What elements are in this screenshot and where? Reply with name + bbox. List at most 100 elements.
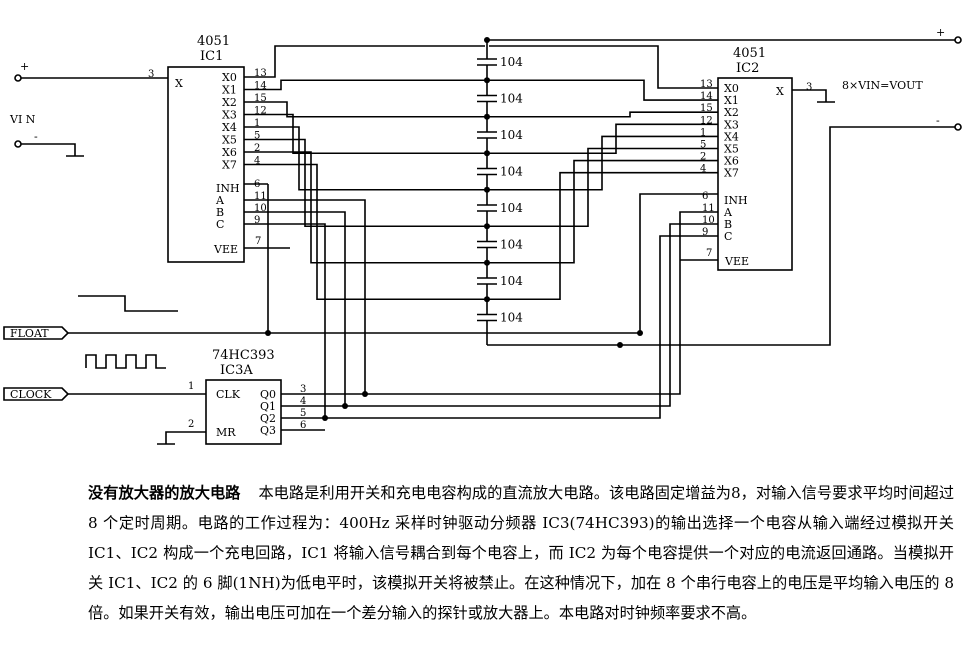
ic3-part-number: 74HC393 (212, 348, 275, 363)
vin-label: VI N (9, 113, 36, 126)
junction-dot (362, 391, 368, 397)
clock-label: CLOCK (10, 388, 52, 401)
ic1-vee-pin: 7 (255, 236, 261, 247)
junction-dot (484, 113, 490, 120)
ic2-vee-label: VEE (724, 255, 749, 268)
ic2-pin-number: 2 (700, 152, 706, 163)
ic1-pin-number: 15 (254, 93, 267, 104)
ic2-pin-label: X3 (724, 118, 739, 131)
ic1-pin-label: X2 (222, 96, 237, 109)
ic1-wire (244, 113, 485, 155)
ic1-control-label: INH (216, 182, 240, 195)
ic1-control-label: B (216, 206, 224, 219)
ic2-pin-number: 13 (700, 79, 713, 90)
ic1-control-pin: 11 (254, 191, 267, 202)
ic2-vee-pin: 7 (706, 248, 712, 259)
ic1-control-pin: 10 (254, 203, 267, 214)
ic1-wire (244, 151, 485, 264)
ic1-ref: IC1 (200, 49, 223, 64)
ic1-control-pin: 6 (254, 179, 260, 190)
ic2-pin-number: 14 (700, 91, 713, 102)
ic1-pin-label: X1 (222, 84, 237, 97)
counter-output-label: Q3 (260, 424, 276, 437)
ic1-part-number: 4051 (197, 34, 230, 49)
ic2-control-label: INH (724, 194, 748, 207)
ic3-mr-label: MR (216, 426, 236, 439)
capacitor-value: 104 (500, 128, 523, 142)
junction-dot (484, 259, 490, 266)
counter-line (281, 235, 718, 419)
junction-dot (342, 403, 348, 409)
switch-wiring (244, 45, 718, 301)
ic2-pin-number: 5 (700, 140, 706, 151)
ic1-pin-number: 5 (254, 131, 260, 142)
float-input-tag (3, 326, 70, 340)
counter-output-pin: 5 (300, 408, 306, 419)
ic2-wire (489, 111, 718, 118)
ic2-pin-label: X7 (724, 167, 739, 180)
junction-dot (484, 296, 490, 303)
ic2-wire (489, 45, 718, 89)
ic1-pin-number: 12 (254, 106, 267, 117)
counter-line (244, 223, 326, 418)
capacitor-value: 104 (500, 92, 523, 106)
capacitor-value: 104 (500, 274, 523, 288)
ic2-pin-label: X2 (724, 106, 739, 119)
ic1-x-label: X (175, 77, 183, 90)
ic2-ref: IC2 (736, 61, 759, 76)
ic1-wire (244, 101, 485, 118)
counter-line (281, 211, 718, 395)
ic1-pin-label: X6 (222, 146, 237, 159)
ic2-x-pin-number: 3 (806, 82, 812, 93)
float-waveform (78, 295, 178, 312)
vin-plus-terminal (14, 74, 22, 82)
ic1-wire (244, 126, 485, 191)
capacitor-value: 104 (500, 238, 523, 252)
float-label: FLOAT (10, 327, 49, 340)
junction-dot (484, 223, 490, 230)
ic2-pin-number: 15 (700, 103, 713, 114)
ic3-clk-label: CLK (216, 388, 241, 401)
ic1-pin-label: X3 (222, 109, 237, 122)
clock-input-tag (3, 387, 70, 401)
vin-minus-terminal (14, 140, 22, 148)
junction-dot (484, 150, 490, 157)
counter-output-label: Q0 (260, 388, 276, 401)
ic1-pin-label: X5 (222, 134, 237, 147)
vin-minus-sign: - (34, 130, 38, 143)
junction-dot (322, 415, 328, 421)
ic2-part-number: 4051 (733, 46, 766, 61)
ic2-control-pin: 11 (702, 203, 715, 214)
vout-minus-terminal (954, 123, 962, 131)
ic1-control-label: A (215, 194, 225, 207)
ic2-x-label: X (776, 85, 784, 98)
ic1-pin-number: 2 (254, 143, 260, 154)
ic2-wire (489, 147, 718, 228)
circuit-schematic: 4051 IC1 4051 IC2 74HC393 IC3A X 3 X 3 V… (3, 26, 962, 445)
ic2-pin-number: 12 (700, 115, 713, 126)
capacitor-value: 104 (500, 201, 523, 215)
counter-output-pin: 4 (300, 396, 306, 407)
counter-line (244, 199, 366, 394)
ic1-pin-label: X7 (222, 159, 237, 172)
ic2-control-pin: 9 (702, 227, 708, 238)
ic1-wire (244, 138, 485, 228)
capacitor-value: 104 (500, 55, 523, 69)
counter-output-pin: 6 (300, 420, 306, 431)
vout-plus-sign: + (936, 26, 945, 39)
capacitor-value: 104 (500, 311, 523, 325)
ic1-wire (244, 79, 485, 91)
ic2-pin-label: X6 (724, 155, 739, 168)
ic2-wire (489, 171, 718, 301)
ic2-control-pin: 10 (702, 215, 715, 226)
ic2-pin-number: 4 (700, 164, 706, 175)
clock-pin-number: 1 (188, 381, 194, 392)
junction-dot (484, 77, 490, 84)
ic1-control-pin: 9 (254, 215, 260, 226)
ic2-pin-label: X1 (724, 94, 739, 107)
ic1-x-pin-number: 3 (148, 69, 154, 80)
junction-dot (484, 186, 490, 193)
